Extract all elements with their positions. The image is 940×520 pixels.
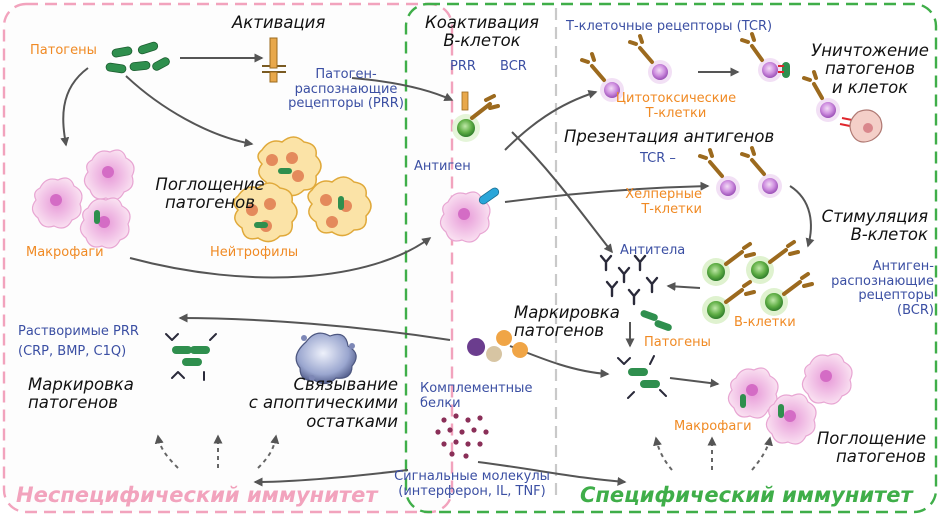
adaptive-macrophages-label: Макрофаги [674, 419, 752, 434]
arrow-antigen-cytotoxic [504, 89, 598, 151]
tcr-label: Т-клеточные рецепторы (TCR) [566, 19, 773, 34]
b-stimulation-title: Стимуляция B-клеток [821, 207, 928, 245]
innate-engulfment-title: Поглощение патогенов [155, 175, 265, 213]
prr-short-label: PRR [450, 59, 476, 74]
antigen-label: Антиген [414, 159, 471, 174]
bcr-short-label: BCR [500, 59, 527, 74]
presentation-title: Презентация антигенов [564, 127, 775, 146]
innate-panel [2, 2, 454, 514]
adaptive-marking-title: Маркировка патогенов [514, 303, 620, 341]
neutrophils-label: Нейтрофилы [210, 245, 299, 260]
tcr-short-label: TCR – [640, 151, 676, 166]
soluble-prr-marked-pathogen-icon [165, 333, 217, 381]
complement-proteins-icon [467, 330, 529, 362]
macrophage-icon [83, 149, 135, 201]
helper-label: Хелперные Т-клетки [625, 187, 702, 217]
b-cell-icon [746, 240, 800, 284]
adaptive-pathogens-label: Патогены [644, 335, 711, 350]
macrophages-label: Макрофаги [26, 245, 104, 260]
apoptotic-title: Связывание с апоптическими остатками [248, 375, 398, 431]
b-cell-icon [702, 242, 756, 286]
arrow-antigen-helper [504, 181, 710, 203]
cytotoxic-t-cell-icon [628, 34, 672, 84]
macrophage-icon [765, 393, 817, 445]
innate-header: Неспецифический иммунитет [16, 483, 378, 507]
adaptive-engulfment-title: Поглощение патогенов [816, 429, 926, 467]
b-cell-icon [760, 272, 814, 316]
adaptive-header: Специфический иммунитет [580, 483, 913, 507]
neutrophil-icon [307, 176, 372, 237]
signal-molecules-label: Сигнальные молекулы (интерферон, IL, TNF… [394, 469, 550, 499]
arrow-signal-right [477, 461, 627, 486]
signal-molecules-icon [435, 413, 489, 459]
arrow-complement-left [178, 313, 451, 341]
prr-label: Патоген- распознающие рецепторы (PRR) [288, 67, 404, 112]
cytotoxic-t-cell-icon [580, 52, 624, 102]
macrophage-icon [727, 367, 779, 419]
cytotoxic-killing-icon [802, 70, 883, 143]
pathogen-cluster-icon [105, 41, 170, 74]
bcr-label: Антиген- распознающие рецепторы (BCR) [831, 259, 934, 318]
arrow-macrophages-antigen [129, 237, 432, 279]
arrow-helper-bcells [789, 185, 815, 248]
arrow-pathogens-macrophage [60, 67, 89, 147]
arrow-prr-to-bcell [351, 77, 454, 101]
arrow-bcell-antibodies [511, 131, 613, 254]
coactivation-title: Коактивация B-клеток [425, 13, 539, 51]
macrophage-icon [79, 197, 131, 249]
macrophage-icon [31, 177, 83, 229]
helper-t-cell-icon [698, 148, 740, 200]
neutrophil-icon [233, 182, 298, 243]
pathogen-icon [640, 310, 672, 331]
adaptive-panel [404, 2, 938, 514]
complement-label: Комплементные белки [420, 381, 533, 411]
arrow-marked-macrophages [669, 377, 720, 388]
pathogens-label: Патогены [30, 43, 97, 58]
activation-title: Активация [232, 13, 326, 32]
cytotoxic-label: Цитотоксические Т-клетки [615, 91, 737, 121]
antibody-marked-pathogen-icon [617, 355, 667, 399]
apoptotic-debris-icon [295, 332, 357, 385]
helper-t-cell-icon [740, 146, 782, 198]
macrophage-icon [801, 353, 853, 405]
b-cell-coactivation-icon [452, 91, 500, 142]
arrow-bcells-antibodies [666, 281, 701, 291]
prr-receptor-icon [262, 37, 286, 83]
arrow-pathogens-neutrophils [125, 75, 254, 148]
innate-marking-title: Маркировка патогенов [28, 375, 134, 413]
destruction-title: Уничтожение патогенов и клеток [811, 41, 929, 97]
signal-effect-arrows [154, 434, 773, 471]
b-cell-icon [702, 280, 756, 324]
antigen-presenting-cell-icon [439, 187, 500, 243]
arrow-signal-left [253, 469, 409, 487]
antibodies-icon [599, 254, 659, 306]
cytotoxic-killing-icon [740, 32, 790, 82]
soluble-prr-label: Растворимые PRR (CRP, BMP, C1Q) [18, 324, 139, 359]
antibodies-label: Антитела [620, 243, 686, 258]
b-cells-label: B-клетки [734, 315, 796, 330]
